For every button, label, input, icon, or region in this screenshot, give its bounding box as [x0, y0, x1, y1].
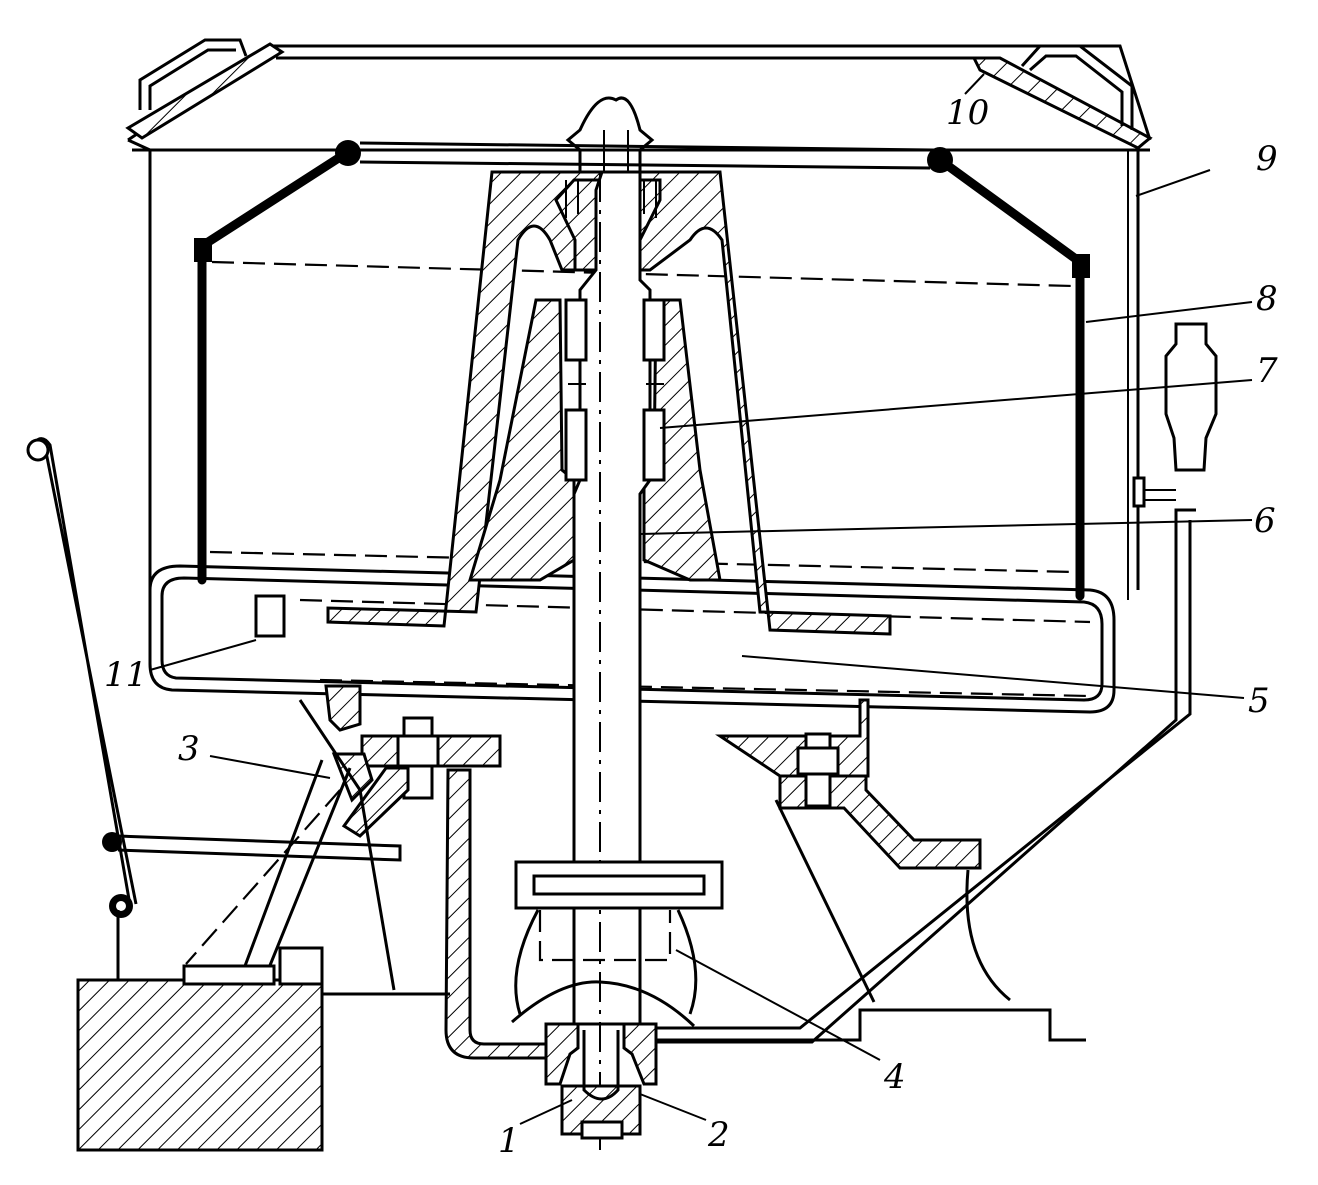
motor-base: [76, 946, 324, 1152]
lid: [125, 38, 1153, 152]
collecting-pan: [148, 564, 1116, 714]
callout-3: 3: [178, 729, 200, 769]
callout-2: 2: [707, 1115, 730, 1155]
callout-7: 7: [1256, 351, 1278, 391]
spindle-shaft: [565, 96, 655, 1150]
callout-1: 1: [498, 1121, 520, 1161]
callout-9: 9: [1256, 139, 1278, 179]
callout-6: 6: [1254, 501, 1276, 541]
lower-bearing: [544, 1022, 658, 1140]
rotor-drum: [194, 140, 1090, 601]
callout-8: 8: [1256, 279, 1278, 319]
callout-4: 4: [883, 1057, 906, 1097]
callout-10: 10: [946, 93, 989, 133]
callout-labels: 1 2 3 4 5 6 7 8 9 10 11: [104, 93, 1278, 1161]
mounting-bolts: [396, 716, 840, 808]
leader-lines: [149, 73, 1253, 1125]
callout-5: 5: [1248, 681, 1270, 721]
coupling: [511, 860, 724, 1028]
callout-11: 11: [104, 655, 147, 695]
brake-lever: [26, 437, 410, 991]
oil-line: [1144, 322, 1218, 501]
upper-bearing: [564, 298, 666, 482]
